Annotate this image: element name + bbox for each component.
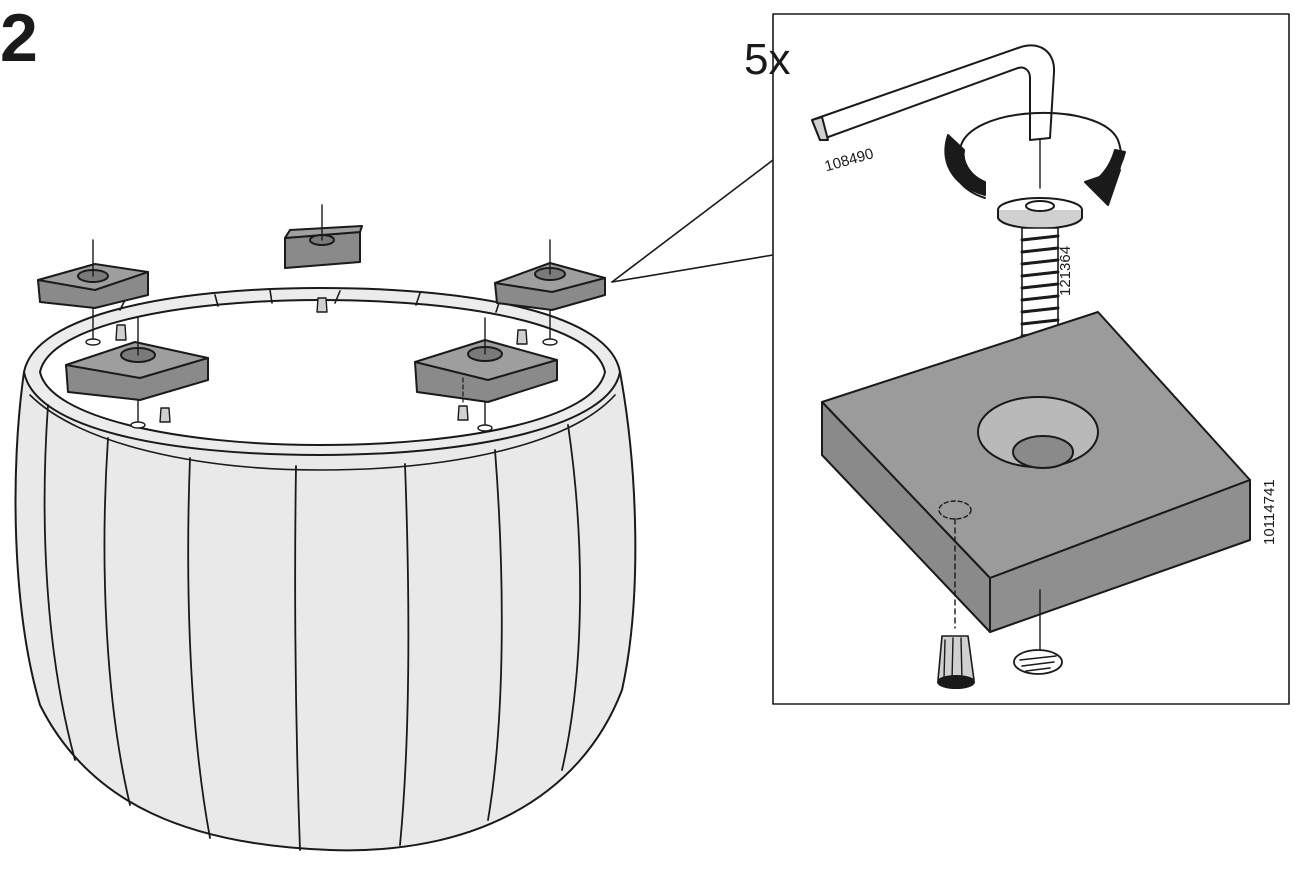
ottoman-body (14, 287, 637, 852)
insert-nut-icon (937, 635, 975, 689)
foot-back-center (284, 204, 363, 313)
foot-back-left (37, 239, 149, 346)
step-number: 2 (0, 0, 38, 76)
quantity-label: 5x (744, 35, 791, 84)
threaded-hole-icon (1013, 649, 1063, 675)
callout-line-lower (611, 254, 774, 283)
foot-block-detail (821, 311, 1251, 651)
foot-block-part-number: 10114741 (1261, 479, 1278, 545)
callout-line-upper (611, 159, 774, 283)
bolt-part-number: 121364 (1057, 245, 1074, 296)
foot-front-right (414, 317, 558, 432)
bolt-icon (997, 197, 1083, 463)
allen-key-icon (811, 44, 1056, 189)
foot-back-right (494, 239, 606, 346)
rotation-arrow-icon (944, 111, 1126, 206)
foot-front-left (65, 317, 209, 429)
